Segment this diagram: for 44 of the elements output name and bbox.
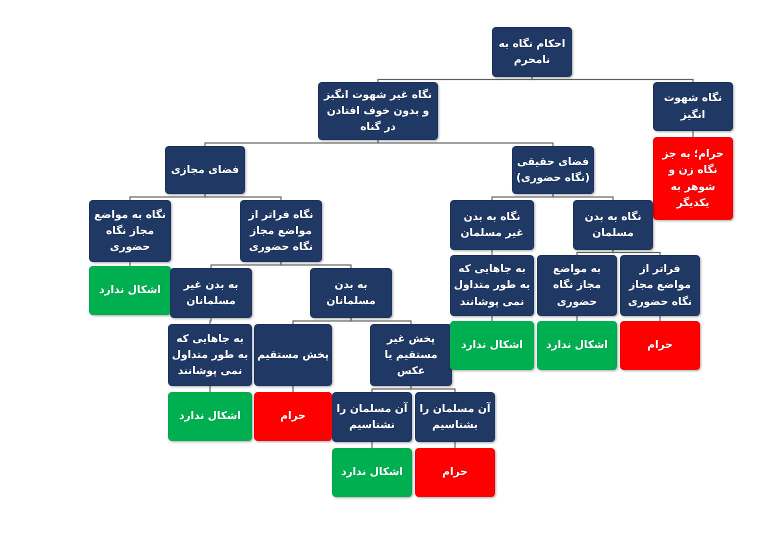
- ruling-box: اشکال ندارد: [537, 321, 617, 370]
- connector-line: [377, 77, 533, 82]
- connector-line: [204, 140, 379, 146]
- connector-line: [531, 77, 694, 82]
- ruling-box: اشکال ندارد: [332, 448, 412, 497]
- connector-line: [552, 194, 614, 200]
- ruling-box: حرام: [254, 392, 332, 441]
- category-box: نگاه فراتر از مواضع مجاز نگاه حضوری: [240, 200, 322, 262]
- category-box: فضای حقیقی (نگاه حضوری): [512, 146, 594, 194]
- connector-line: [210, 262, 282, 268]
- category-box: به بدن غیر مسلمانان: [170, 268, 252, 318]
- category-box: به مواضع مجاز نگاه حضوری: [537, 255, 617, 316]
- category-box: نگاه شهوت انگیز: [653, 82, 733, 131]
- ruling-box: حرام: [620, 321, 700, 370]
- connector-line: [204, 194, 282, 200]
- category-box: نگاه به بدن غیر مسلمان: [450, 200, 534, 250]
- category-box: فضای مجازی: [165, 146, 245, 194]
- connector-line: [350, 318, 412, 324]
- category-box: پخش غیر مستقیم یا عکس: [370, 324, 452, 386]
- category-box: نگاه غیر شهوت انگیز و بدون خوف افتادن در گناه: [318, 82, 438, 140]
- connector-line: [292, 318, 352, 324]
- category-box: به جاهایی که به طور متداول نمی پوشانند: [168, 324, 252, 386]
- connector-line: [612, 250, 661, 255]
- category-box: آن مسلمان را بشناسیم: [415, 392, 495, 442]
- ruling-box: حرام؛ به جز نگاه زن و شوهر به یکدیگر: [653, 137, 733, 220]
- category-box: نگاه به بدن مسلمان: [573, 200, 653, 250]
- ruling-box: اشکال ندارد: [168, 392, 252, 441]
- ruling-box: اشکال ندارد: [450, 321, 534, 370]
- connector-line: [280, 262, 352, 268]
- connector-line: [576, 250, 614, 255]
- connector-line: [491, 194, 554, 200]
- connector-line: [371, 386, 412, 392]
- category-box: به جاهایی که به طور متداول نمی پوشانند: [450, 255, 534, 316]
- connector-line: [410, 386, 456, 392]
- category-box: آن مسلمان را نشناسیم: [332, 392, 412, 442]
- category-box: فراتر از مواضع مجاز نگاه حضوری: [620, 255, 700, 316]
- category-box: به بدن مسلمانان: [310, 268, 392, 318]
- connector-line: [129, 194, 206, 200]
- category-box: نگاه به مواضع مجاز نگاه حضوری: [89, 200, 171, 262]
- category-box: پخش مستقیم: [254, 324, 332, 386]
- ruling-box: اشکال ندارد: [89, 266, 171, 315]
- connector-line: [377, 140, 554, 146]
- ruling-box: حرام: [415, 448, 495, 497]
- category-box: احکام نگاه به نامحرم: [492, 27, 572, 77]
